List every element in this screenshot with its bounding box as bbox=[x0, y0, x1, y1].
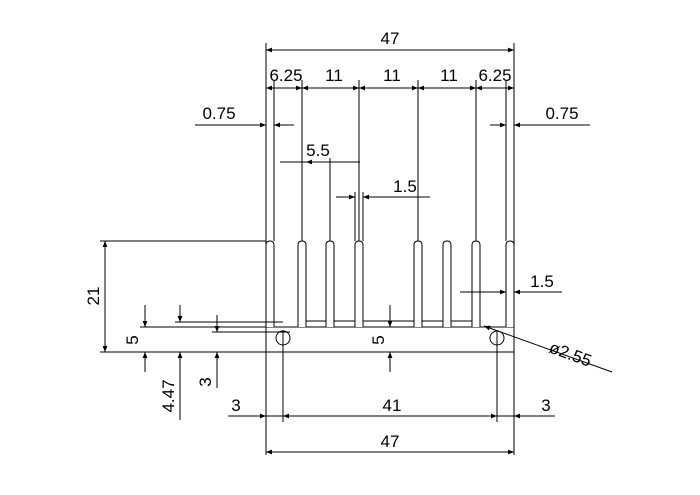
dim-pitch: 11 bbox=[440, 66, 458, 85]
base-plate bbox=[265, 326, 515, 353]
dim-overall-width-bottom: 47 bbox=[381, 432, 400, 451]
dim-hole-pitch: 41 bbox=[383, 396, 402, 415]
fin bbox=[442, 240, 452, 327]
fin bbox=[505, 240, 515, 327]
dim-groove-height: 3 bbox=[196, 377, 215, 386]
dim-base-left: 5 bbox=[123, 335, 142, 344]
fin bbox=[413, 240, 423, 327]
dim-screw-offset: 4.47 bbox=[159, 379, 178, 412]
dim-fin-thickness-top: 1.5 bbox=[393, 177, 417, 196]
fin bbox=[325, 240, 335, 327]
fin bbox=[471, 240, 481, 327]
dim-edge-right: 3 bbox=[541, 396, 550, 415]
dim-wall-right: 0.75 bbox=[545, 104, 578, 123]
extension-lines bbox=[100, 43, 515, 455]
fin bbox=[297, 240, 307, 327]
fin bbox=[354, 240, 364, 327]
dim-wall-left: 0.75 bbox=[202, 104, 235, 123]
dim-overall-width-top: 47 bbox=[381, 29, 400, 48]
dim-base-center: 5 bbox=[369, 335, 388, 344]
dim-side-gap-left: 6.25 bbox=[269, 66, 302, 85]
dim-height: 21 bbox=[84, 287, 103, 306]
fin bbox=[265, 240, 275, 327]
heatsink-profile bbox=[265, 240, 515, 353]
dim-edge-left: 3 bbox=[231, 396, 240, 415]
dim-pitch: 11 bbox=[383, 66, 401, 85]
dimension-labels: 47 6.25 11 11 11 6.25 0.75 0.75 5.5 1.5 … bbox=[84, 29, 594, 451]
dim-side-gap-right: 6.25 bbox=[478, 66, 511, 85]
dim-pitch: 11 bbox=[325, 66, 343, 85]
dim-fin-thickness-right: 1.5 bbox=[530, 272, 554, 291]
dim-fin-gap: 5.5 bbox=[306, 141, 330, 160]
fins bbox=[265, 240, 515, 327]
dimension-lines bbox=[102, 47, 613, 455]
dim-hole-diameter: ø2.55 bbox=[547, 338, 594, 371]
